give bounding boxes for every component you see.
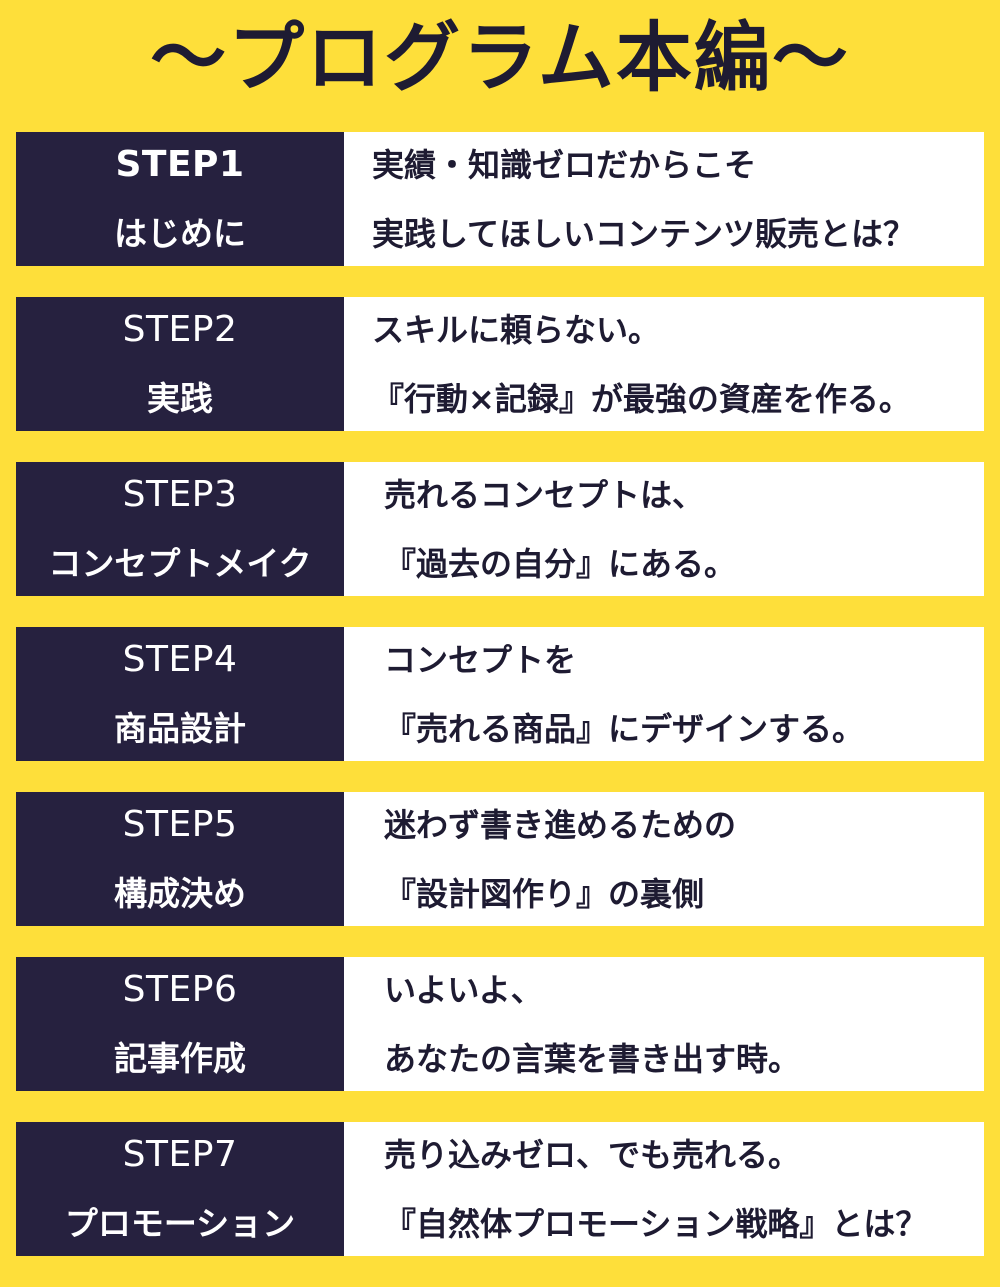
step-description: 売り込みゼロ、でも売れる。 『自然体プロモーション戦略』とは？ — [344, 1122, 984, 1256]
step-row-4: STEP4 商品設計 コンセプトを 『売れる商品』にデザインする。 — [16, 627, 984, 761]
page-title: 〜プログラム本編〜 — [150, 13, 850, 102]
step-description-line-1: 実績・知識ゼロだからこそ — [372, 145, 757, 184]
step-description-line-2: あなたの言葉を書き出す時。 — [384, 1039, 801, 1078]
step-description-line-2: 『売れる商品』にデザインする。 — [384, 709, 865, 748]
step-description-line-2: 『自然体プロモーション戦略』とは？ — [384, 1204, 928, 1243]
step-description-line-1: いよいよ、 — [384, 970, 543, 1009]
step-row-1: STEP1 はじめに 実績・知識ゼロだからこそ 実践してほしいコンテンツ販売とは… — [16, 132, 984, 266]
step-description-line-2: 実践してほしいコンテンツ販売とは？ — [372, 214, 916, 253]
step-label: STEP4 商品設計 — [16, 627, 344, 761]
step-number: STEP1 — [115, 143, 245, 185]
step-number: STEP4 — [122, 638, 238, 680]
step-number: STEP5 — [122, 803, 238, 845]
step-label: STEP3 コンセプトメイク — [16, 462, 344, 596]
step-label: STEP7 プロモーション — [16, 1122, 344, 1256]
step-row-5: STEP5 構成決め 迷わず書き進めるための 『設計図作り』の裏側 — [16, 792, 984, 926]
step-description: 実績・知識ゼロだからこそ 実践してほしいコンテンツ販売とは？ — [344, 132, 984, 266]
step-description-line-1: 売り込みゼロ、でも売れる。 — [384, 1135, 801, 1174]
step-description-line-1: 迷わず書き進めるための — [384, 805, 737, 844]
step-name: 実践 — [147, 378, 213, 418]
step-description: いよいよ、 あなたの言葉を書き出す時。 — [344, 957, 984, 1091]
step-name: 記事作成 — [114, 1038, 246, 1078]
step-description: 迷わず書き進めるための 『設計図作り』の裏側 — [344, 792, 984, 926]
step-number: STEP7 — [122, 1133, 238, 1175]
step-description: 売れるコンセプトは、 『過去の自分』にある。 — [344, 462, 984, 596]
step-description-line-2: 『行動×記録』が最強の資産を作る。 — [372, 379, 911, 418]
step-description-line-2: 『過去の自分』にある。 — [384, 544, 737, 583]
step-description-line-2: 『設計図作り』の裏側 — [384, 874, 705, 913]
step-label: STEP5 構成決め — [16, 792, 344, 926]
step-number: STEP3 — [122, 473, 238, 515]
step-label: STEP6 記事作成 — [16, 957, 344, 1091]
step-label: STEP2 実践 — [16, 297, 344, 431]
step-list: STEP1 はじめに 実績・知識ゼロだからこそ 実践してほしいコンテンツ販売とは… — [16, 132, 984, 1287]
step-description: コンセプトを 『売れる商品』にデザインする。 — [344, 627, 984, 761]
step-label: STEP1 はじめに — [16, 132, 344, 266]
step-row-2: STEP2 実践 スキルに頼らない。 『行動×記録』が最強の資産を作る。 — [16, 297, 984, 431]
step-number: STEP2 — [122, 308, 238, 350]
step-number: STEP6 — [122, 968, 238, 1010]
step-description: スキルに頼らない。 『行動×記録』が最強の資産を作る。 — [344, 297, 984, 431]
step-description-line-1: スキルに頼らない。 — [372, 310, 661, 349]
step-name: はじめに — [114, 213, 246, 253]
step-name: プロモーション — [64, 1203, 296, 1243]
step-row-6: STEP6 記事作成 いよいよ、 あなたの言葉を書き出す時。 — [16, 957, 984, 1091]
step-name: 構成決め — [114, 873, 246, 913]
step-row-3: STEP3 コンセプトメイク 売れるコンセプトは、 『過去の自分』にある。 — [16, 462, 984, 596]
step-name: コンセプトメイク — [48, 543, 312, 583]
step-description-line-1: コンセプトを — [384, 640, 577, 679]
step-name: 商品設計 — [114, 708, 246, 748]
step-description-line-1: 売れるコンセプトは、 — [384, 475, 705, 514]
step-row-7: STEP7 プロモーション 売り込みゼロ、でも売れる。 『自然体プロモーション戦… — [16, 1122, 984, 1256]
